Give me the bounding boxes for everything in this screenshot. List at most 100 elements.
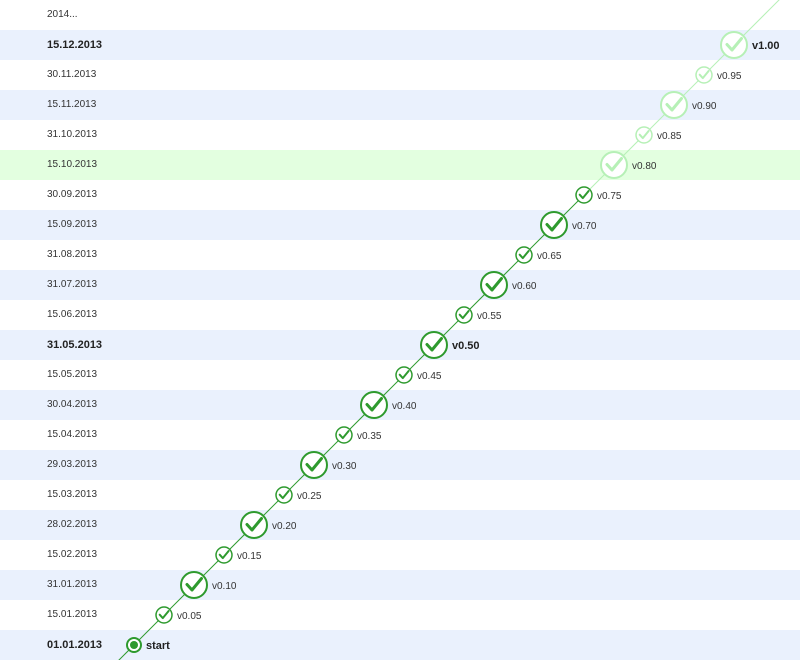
milestone-date: 15.01.2013 [47,609,98,620]
milestone-date: 2014... [47,9,78,20]
milestone-date: 30.11.2013 [47,69,97,80]
version-label: v0.90 [692,101,717,112]
check-circle-icon [575,186,593,204]
check-circle-icon [635,126,653,144]
timeline-row: 15.06.2013 [0,300,800,330]
checkmark-icon [638,130,650,140]
milestone-marker [660,91,688,119]
milestone-date: 31.05.2013 [47,339,103,351]
version-label: v0.60 [512,281,537,292]
check-circle-icon [395,366,413,384]
checkmark-icon [605,157,623,172]
check-circle-icon [720,31,748,59]
checkmark-icon [245,517,263,532]
timeline-row: 28.02.2013 [0,510,800,540]
timeline-row: 29.03.2013 [0,450,800,480]
milestone-marker [600,151,628,179]
checkmark-icon [365,397,383,412]
version-label: v0.30 [332,461,357,472]
milestone-date: 31.01.2013 [47,579,98,590]
checkmark-icon [218,550,230,560]
checkmark-icon [485,277,503,292]
timeline-row: 31.07.2013 [0,270,800,300]
check-circle-icon [240,511,268,539]
timeline-row: 2014... [0,0,800,30]
check-circle-icon [600,151,628,179]
milestone-marker [395,366,413,384]
milestone-marker [455,306,473,324]
timeline-row: 15.12.2013 [0,30,800,60]
check-circle-icon [360,391,388,419]
version-label: v0.15 [237,551,262,562]
version-label: v0.80 [632,161,657,172]
version-label: v0.55 [477,311,502,322]
version-label: v0.05 [177,611,202,622]
version-label: v0.70 [572,221,597,232]
checkmark-icon [425,337,443,352]
version-label: start [146,640,170,652]
checkmark-icon [518,250,530,260]
version-label: v0.20 [272,521,297,532]
milestone-date: 15.06.2013 [47,309,98,320]
checkmark-icon [698,70,710,80]
timeline-row: 15.05.2013 [0,360,800,390]
timeline-row: 30.11.2013 [0,60,800,90]
timeline-row: 15.03.2013 [0,480,800,510]
checkmark-icon [158,610,170,620]
checkmark-icon [338,430,350,440]
checkmark-icon [725,37,743,52]
check-circle-icon [180,571,208,599]
version-label: v0.50 [452,340,480,352]
checkmark-icon [185,577,203,592]
version-label: v1.00 [752,40,780,52]
version-label: v0.75 [597,191,622,202]
timeline-row: 15.01.2013 [0,600,800,630]
milestone-marker [300,451,328,479]
milestone-marker [335,426,353,444]
version-label: v0.85 [657,131,682,142]
version-label: v0.25 [297,491,322,502]
milestone-marker [480,271,508,299]
checkmark-icon [458,310,470,320]
version-label: v0.40 [392,401,417,412]
checkmark-icon [398,370,410,380]
checkmark-icon [305,457,323,472]
check-circle-icon [455,306,473,324]
milestone-marker [215,546,233,564]
version-label: v0.35 [357,431,382,442]
check-circle-icon [300,451,328,479]
milestone-date: 15.05.2013 [47,369,98,380]
milestone-marker [720,31,748,59]
milestone-marker [126,637,142,653]
milestone-date: 15.09.2013 [47,219,98,230]
start-dot-center [130,641,138,649]
check-circle-icon [275,486,293,504]
milestone-date: 31.07.2013 [47,279,98,290]
milestone-marker [635,126,653,144]
milestone-marker [575,186,593,204]
milestone-marker [360,391,388,419]
timeline-row: 30.09.2013 [0,180,800,210]
milestone-date: 30.04.2013 [47,399,98,410]
timeline-row: 15.10.2013 [0,150,800,180]
version-label: v0.65 [537,251,562,262]
milestone-marker [180,571,208,599]
milestone-marker [515,246,533,264]
milestone-date: 15.10.2013 [47,159,98,170]
milestone-date: 15.04.2013 [47,429,98,440]
timeline-row: 30.04.2013 [0,390,800,420]
check-circle-icon [695,66,713,84]
checkmark-icon [278,490,290,500]
milestone-date: 15.02.2013 [47,549,98,560]
milestone-date: 01.01.2013 [47,639,103,651]
check-circle-icon [155,606,173,624]
milestone-date: 15.03.2013 [47,489,98,500]
milestone-marker [155,606,173,624]
version-label: v0.45 [417,371,442,382]
timeline-row: 31.01.2013 [0,570,800,600]
milestone-marker [695,66,713,84]
version-label: v0.10 [212,581,237,592]
milestone-date: 31.08.2013 [47,249,98,260]
milestone-marker [275,486,293,504]
